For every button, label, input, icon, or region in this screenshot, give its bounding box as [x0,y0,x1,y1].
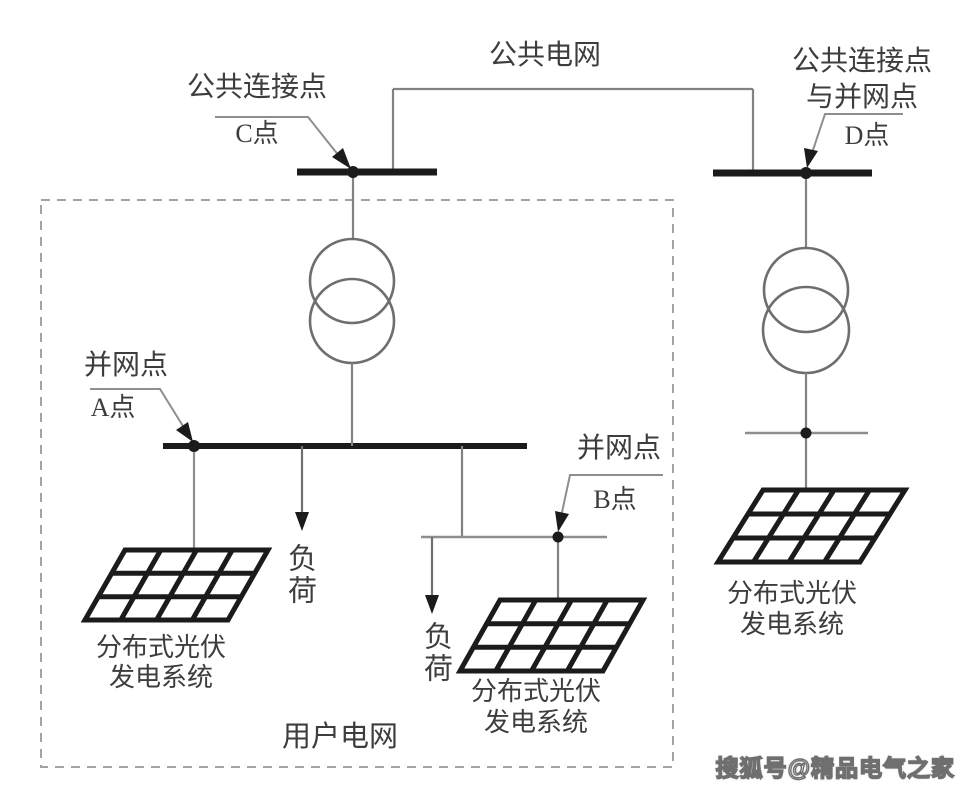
transformer-left-primary-winding [308,237,396,325]
pcc-c-label-line2: C点 [235,119,279,148]
pv-left-label: 分布式光伏 发电系统 [82,633,240,693]
pv-mid-label-line2: 发电系统 [483,708,588,737]
leader-c-line [215,116,344,162]
transformer-right-secondary-winding [761,285,851,375]
user-grid-boundary-box [40,199,674,768]
node-a-dot [188,440,200,452]
leader-a-arrowhead [176,422,193,442]
poc-a-label-line1: 并网点 [83,350,168,381]
load-mid-arrowhead [425,595,439,614]
transformer-right-primary-winding [762,246,850,334]
leader-d-arrowhead [804,148,818,168]
pv-right-label-line1: 分布式光伏 [726,579,857,608]
public-grid-link-wire [391,87,755,170]
transformer-left-icon [308,172,396,446]
pv-mid-label-line1: 分布式光伏 [470,677,601,706]
node-b-dot [552,531,564,543]
load-arrow-mid-icon [425,537,439,614]
public-grid-label: 公共电网 [488,40,601,71]
watermark: 搜狐号@精品电气之家 [715,754,955,781]
pv-left-label-line2: 发电系统 [108,663,213,692]
pv-mid-label: 分布式光伏 发电系统 [457,676,615,738]
load-left-label: 负荷 [283,543,316,607]
pcc-d-label-line3: D点 [844,121,890,150]
transformer-right-icon [761,173,851,490]
leader-c-icon [215,116,351,169]
pv-left-label-line1: 分布式光伏 [95,633,226,662]
node-c-dot [347,166,359,178]
leader-d-icon [804,113,903,168]
node-d-dot [800,167,812,179]
leader-d-line [811,113,903,154]
leader-c-arrowhead [332,148,351,169]
leader-b-icon [555,474,663,532]
node-right-tap-dot [800,427,812,439]
user-grid-label: 用户电网 [281,721,398,753]
poc-b-label-line1: 并网点 [576,433,661,464]
poc-a-label-line2: A点 [90,393,136,422]
transformer-left-secondary-winding [308,277,396,365]
pv-right-label-line2: 发电系统 [739,610,844,639]
pcc-d-label-line1: 公共连接点 [791,46,932,77]
leader-a-line [90,388,187,432]
leader-b-arrowhead [555,511,569,532]
load-mid-label: 负荷 [419,621,452,685]
load-left-arrowhead [295,512,309,531]
leader-a-icon [90,388,193,442]
poc-b-label-line2: B点 [593,485,637,514]
pcc-c-label-line1: 公共连接点 [186,72,327,103]
leader-b-line [560,474,663,518]
pcc-d-label-line2: 与并网点 [805,82,918,113]
pv-array-left-icon [80,547,273,623]
pv-array-mid-icon [455,597,648,674]
load-arrow-left-icon [295,446,309,531]
pv-right-label: 分布式光伏 发电系统 [713,578,871,640]
pv-array-right-icon [713,487,910,565]
